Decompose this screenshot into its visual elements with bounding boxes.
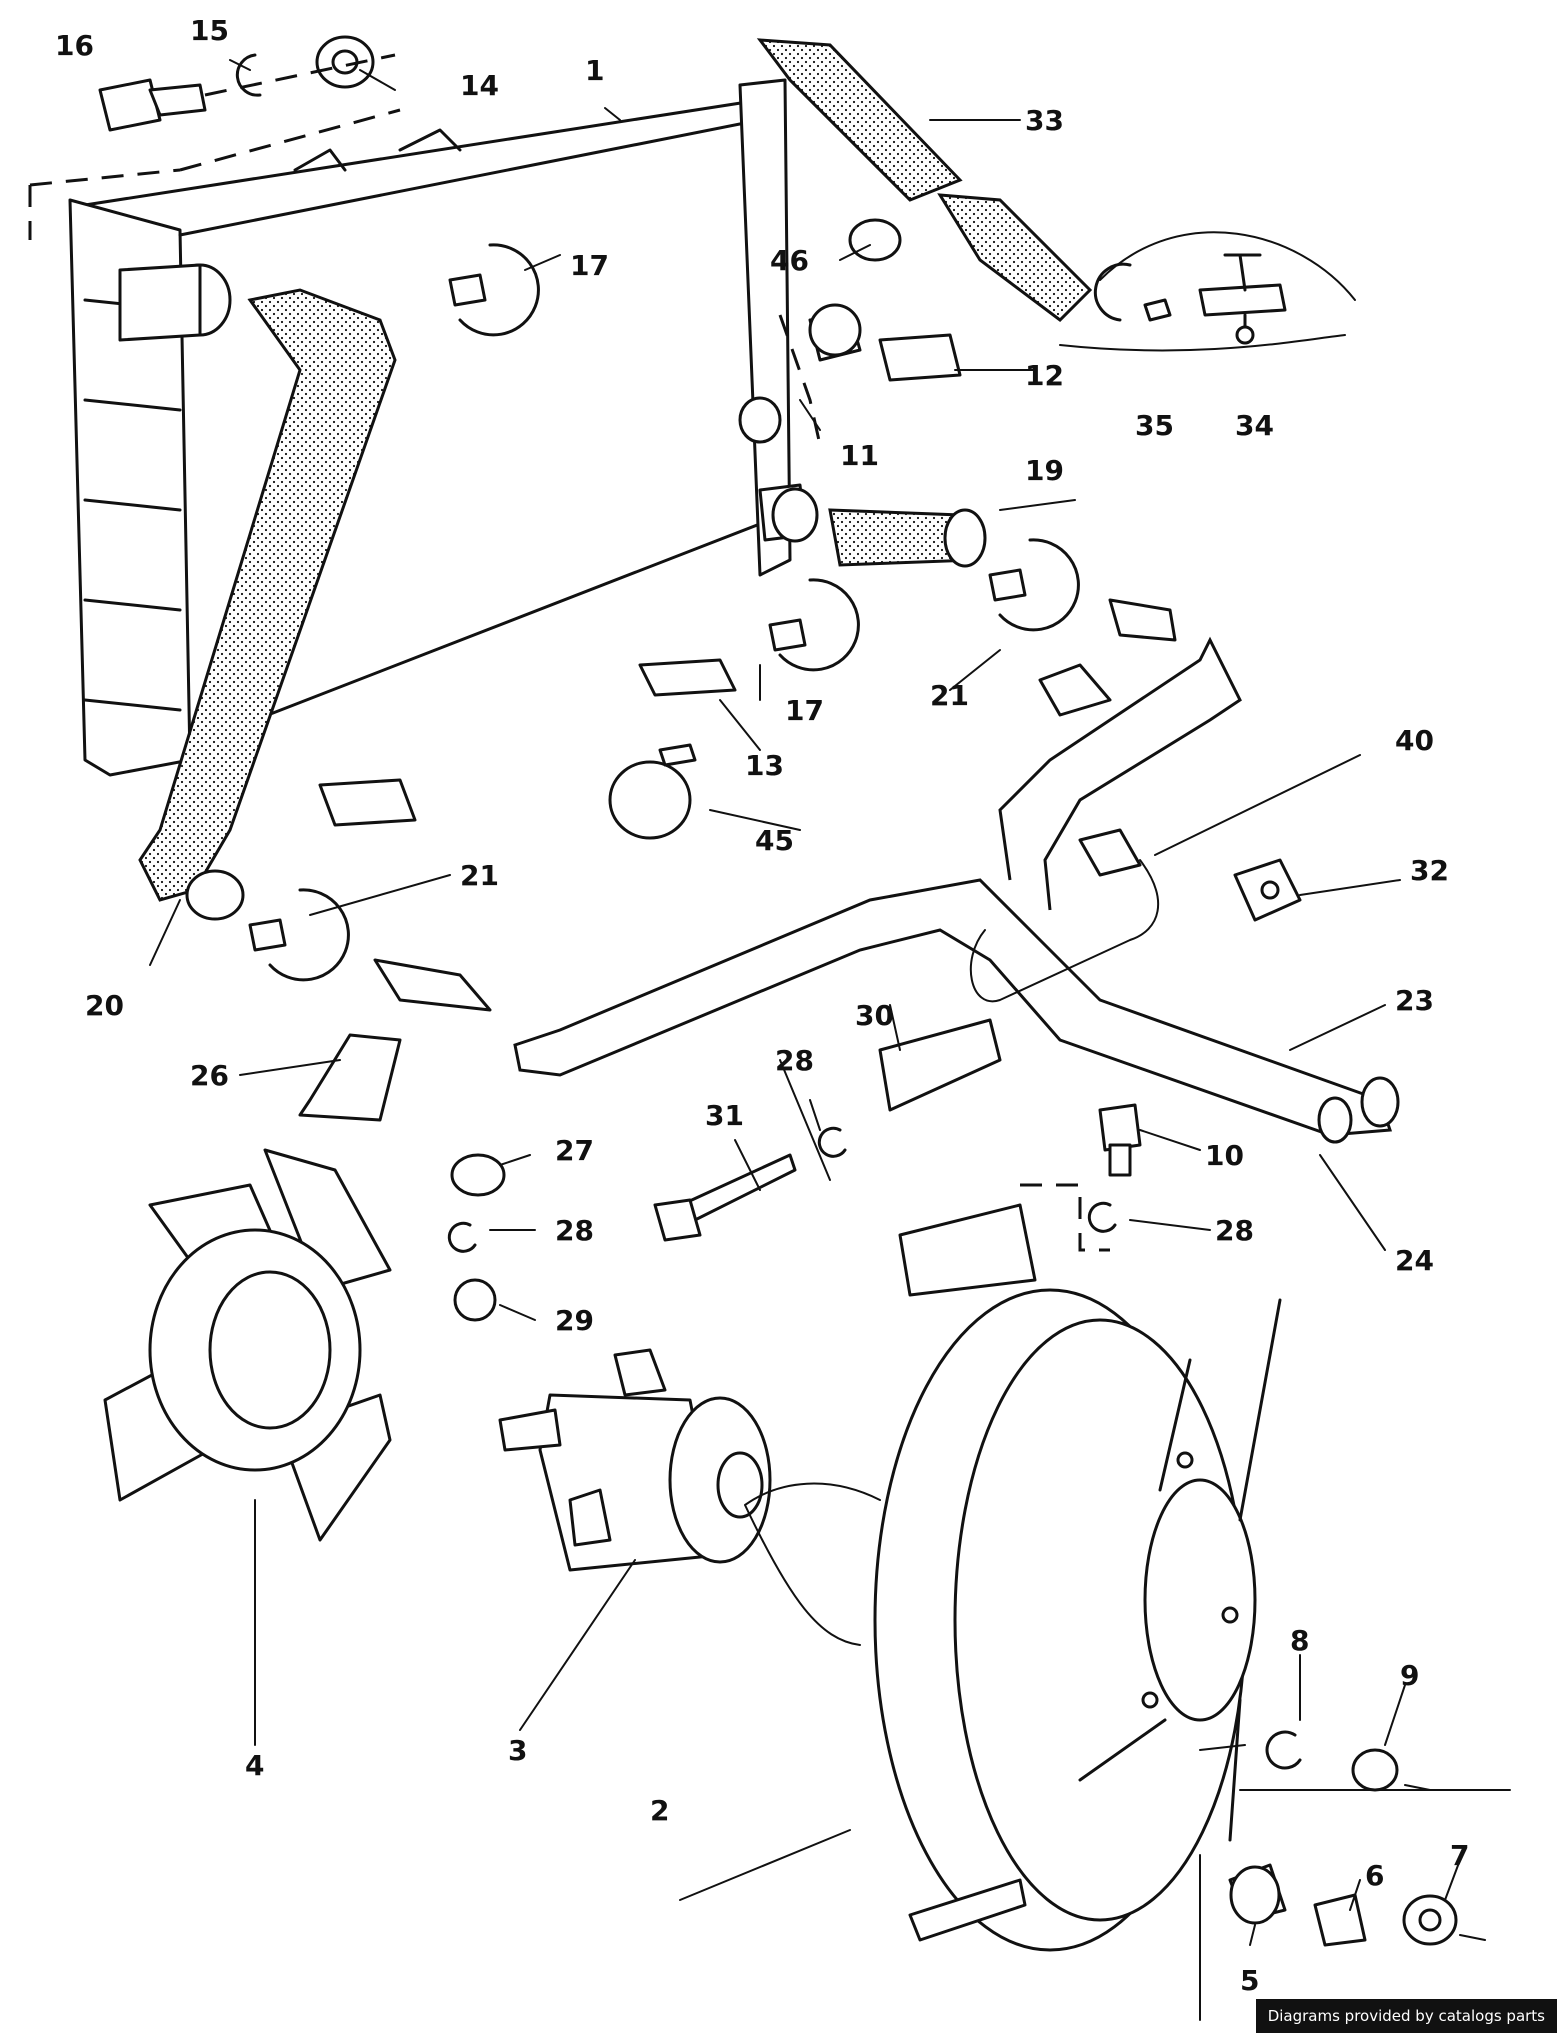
callout: 24: [1395, 1244, 1434, 1277]
mount-parts: [1199, 1730, 1511, 2021]
callout: 5: [1240, 1964, 1259, 1997]
callout: 12: [1025, 359, 1064, 392]
callout: 21: [460, 859, 499, 892]
callout: 11: [840, 439, 879, 472]
callout: 13: [745, 749, 784, 782]
callout: 46: [770, 244, 809, 277]
callout: 14: [460, 69, 499, 102]
sensor-lead-40: [969, 828, 1159, 1003]
callout: 16: [55, 29, 94, 62]
radiator-outlets: [738, 396, 819, 543]
callout: 6: [1365, 1859, 1384, 1892]
radiator-upper-inlet: [118, 263, 232, 342]
callout: 3: [508, 1734, 527, 1767]
callout: 31: [705, 1099, 744, 1132]
fasteners: [447, 1103, 1142, 1322]
callout: 45: [755, 824, 794, 857]
top-hose-33: [756, 38, 1093, 322]
fan-shroud-2: [873, 1203, 1282, 1952]
leader-lines: [149, 59, 1461, 1946]
callout: 35: [1135, 409, 1174, 442]
fan-motor-3: [498, 1348, 881, 1646]
callout: 26: [190, 1059, 229, 1092]
callout: 21: [930, 679, 969, 712]
callout: 34: [1235, 409, 1274, 442]
callout: 29: [555, 1304, 594, 1337]
hose-clamps: [248, 218, 1080, 982]
callout: 28: [775, 1044, 814, 1077]
callout: 27: [555, 1134, 594, 1167]
fan-blade-4: [103, 1148, 392, 1542]
drain-tap: [778, 231, 1356, 446]
callout: 15: [190, 14, 229, 47]
credit-badge: Diagrams provided by catalogs parts: [1255, 1999, 1557, 2033]
callout: 30: [855, 999, 894, 1032]
lower-hose-20: [138, 288, 397, 921]
rubber-pads: [318, 598, 1177, 1012]
callout: 9: [1400, 1659, 1419, 1692]
callout: 17: [570, 249, 609, 282]
callout: 28: [1215, 1214, 1254, 1247]
hose-19: [828, 508, 987, 568]
callout: 2: [650, 1794, 669, 1827]
callout: 19: [1025, 454, 1064, 487]
callout: 23: [1395, 984, 1434, 1017]
top-bolt-set: [98, 35, 396, 132]
callout: 28: [555, 1214, 594, 1247]
callout: 10: [1205, 1139, 1244, 1172]
callout: 4: [245, 1749, 264, 1782]
callout: 1: [585, 54, 604, 87]
brackets: [298, 663, 1302, 1122]
callout: 40: [1395, 724, 1434, 757]
callout: 7: [1450, 1839, 1469, 1872]
callout: 8: [1290, 1624, 1309, 1657]
callout-labels: 1 2 3 4 5 6 7 8 9 10 11 12 13 14 15 16 1…: [55, 14, 1469, 1997]
callout: 32: [1410, 854, 1449, 887]
coolant-pipes: [513, 636, 1400, 1144]
callout: 33: [1025, 104, 1064, 137]
callout: 20: [85, 989, 124, 1022]
callout: 17: [785, 694, 824, 727]
